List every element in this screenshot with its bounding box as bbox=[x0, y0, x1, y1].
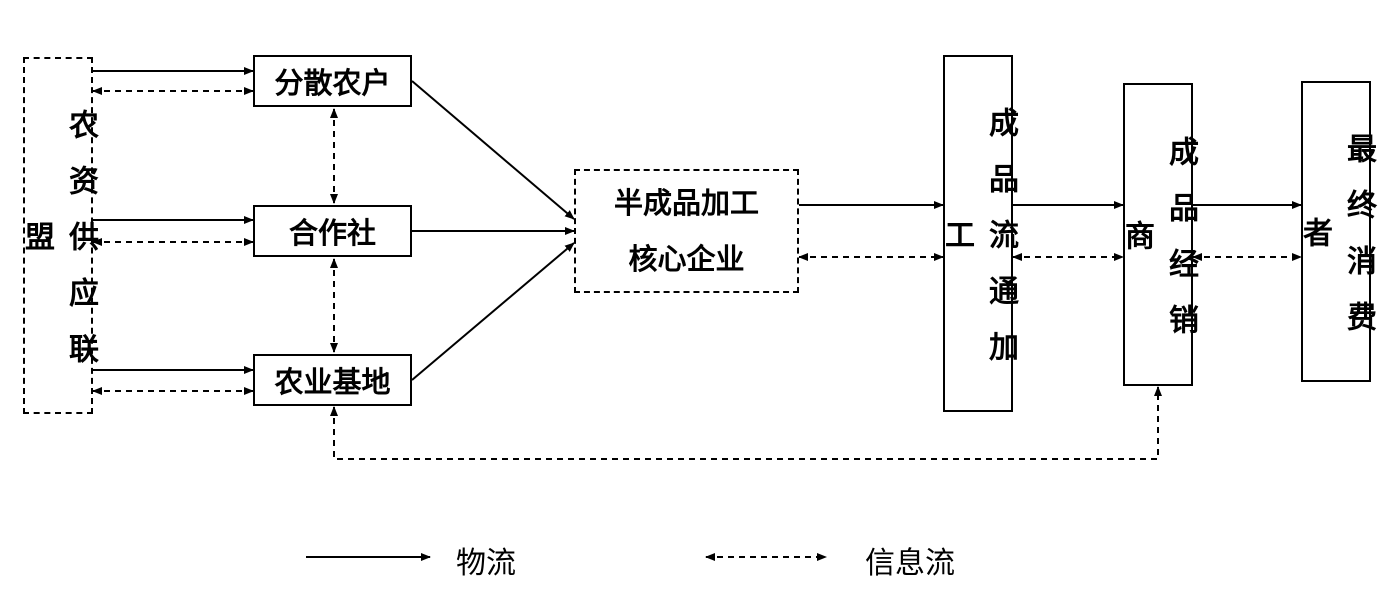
node-supply-alliance-label: 农资供应联盟 bbox=[19, 108, 98, 389]
node-supply-alliance: 农资供应联盟 bbox=[19, 57, 98, 414]
node-finished-dealer: 成品经销商 bbox=[1119, 83, 1198, 386]
info-agri-base-dealer bbox=[330, 386, 1162, 460]
node-finished-processing-label: 成品流通加工 bbox=[939, 106, 1018, 387]
legend-material-flow-label: 物流 bbox=[456, 546, 516, 581]
node-finished-processing: 成品流通加工 bbox=[939, 55, 1018, 412]
node-core-enterprise-line2: 核心企业 bbox=[628, 242, 745, 276]
node-scattered-farmers-label: 分散农户 bbox=[274, 66, 391, 100]
node-core-enterprise-line1: 半成品加工 bbox=[613, 186, 759, 220]
node-scattered-farmers: 分散农户 bbox=[253, 55, 412, 107]
node-core-enterprise: 半成品加工 核心企业 bbox=[574, 169, 799, 293]
node-agri-base-label: 农业基地 bbox=[274, 365, 391, 399]
legend-info-flow-label: 信息流 bbox=[865, 546, 955, 581]
node-agri-base: 农业基地 bbox=[253, 354, 412, 406]
flow-agri-base-to-core bbox=[411, 242, 575, 381]
node-final-consumer-label: 最终消费者 bbox=[1297, 132, 1376, 357]
node-cooperative: 合作社 bbox=[253, 205, 412, 257]
node-final-consumer: 最终消费者 bbox=[1297, 81, 1376, 382]
flow-farmers-to-core bbox=[411, 80, 575, 220]
node-finished-dealer-label: 成品经销商 bbox=[1119, 135, 1198, 360]
node-cooperative-label: 合作社 bbox=[288, 216, 376, 250]
